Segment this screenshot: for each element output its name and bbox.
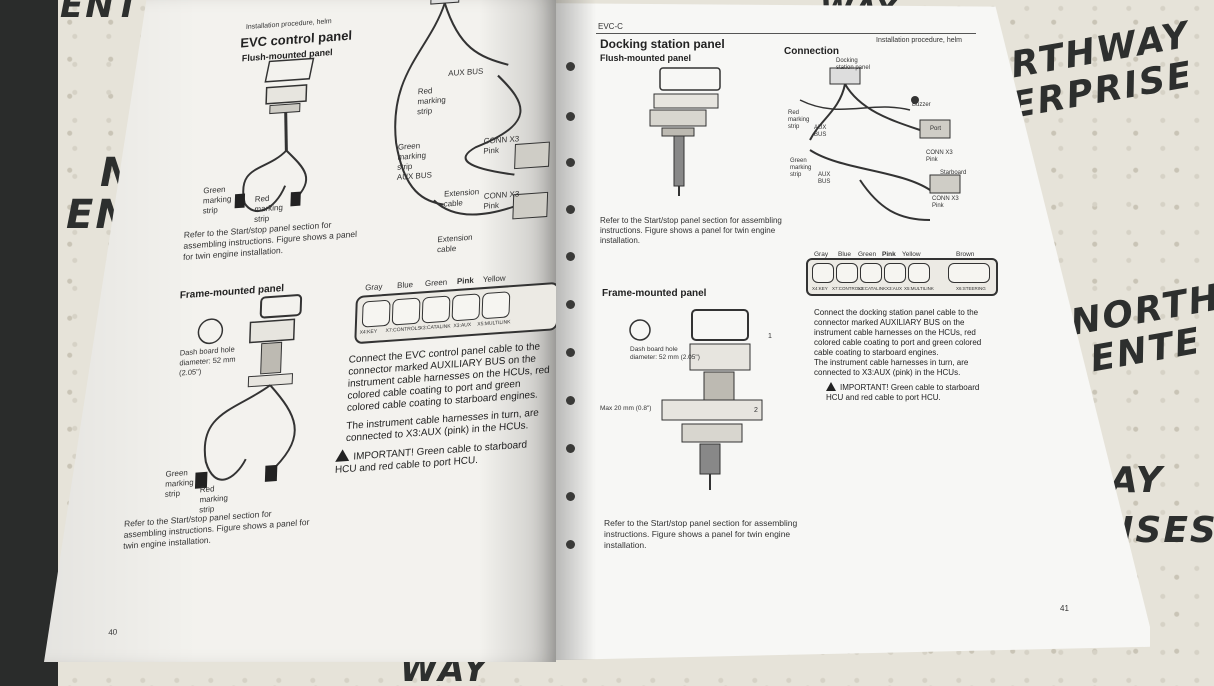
label-red-strip: Red marking strip (788, 110, 810, 130)
connector-color-gray: Gray (365, 282, 383, 293)
figure-caption: Refer to the Start/stop panel section fo… (600, 216, 782, 245)
warning-icon (335, 448, 350, 462)
binding-hole (566, 205, 575, 214)
label-hole-diameter: Dash board hole diameter: 52 mm (2.05") (630, 346, 700, 361)
binding-hole (566, 348, 575, 357)
subsection-title: Frame-mounted panel (602, 288, 707, 299)
connector-color-yellow: Yellow (902, 251, 921, 258)
connector-socket (391, 297, 421, 326)
subsection-title: Flush-mounted panel (600, 53, 691, 63)
page-header-right: Installation procedure, helm (876, 37, 962, 44)
binding-hole (566, 396, 575, 405)
watermark-text: ISES (1120, 510, 1214, 551)
section-title: Docking station panel (600, 37, 725, 51)
label-green-strip: Green marking strip (790, 158, 812, 178)
label-docking-panel: Docking station panel (836, 58, 871, 71)
binding-hole (566, 158, 575, 167)
connector-color-blue: Blue (396, 279, 414, 291)
label-green-strip: Green marking strip (202, 184, 232, 216)
label-conn-x3: CONN X3 Pink (483, 189, 520, 211)
label-red-strip: Red marking strip (416, 86, 446, 117)
important-text: IMPORTANT! Green cable to starboard HCU … (334, 439, 528, 476)
connector-socket (481, 291, 511, 320)
connector-cell-label: X5:MULTILINK (904, 286, 934, 291)
docking-connection-figure (799, 67, 961, 221)
dark-edge (0, 0, 58, 686)
label-extension-cable: Extension cable (436, 232, 473, 255)
connector-cell-label: X3:CATALINK (858, 286, 887, 291)
page-number: 40 (108, 627, 118, 638)
binding-hole (566, 492, 575, 501)
warning-icon (826, 382, 836, 391)
docking-flush-figure (649, 67, 721, 196)
connector-color-pink: Pink (882, 251, 896, 258)
connector-cell-label: X7:CONTROLS (832, 286, 864, 291)
instruction-paragraph: Connect the EVC control panel cable to t… (346, 341, 550, 414)
connector-socket (361, 299, 391, 328)
label-green-strip: Green marking strip (397, 141, 427, 172)
label-part-number: 2 (754, 407, 758, 414)
binding-hole (566, 300, 575, 309)
binding-hole (566, 62, 575, 71)
subsection-title: Connection (784, 46, 839, 57)
connector-cell-label: X4:KEY (812, 286, 828, 291)
connector-cell-label: X3:AUX (453, 322, 472, 330)
connector-cell-label: X6:STEERING (956, 286, 986, 291)
connector-socket (421, 295, 451, 324)
connector-socket (884, 263, 906, 283)
label-max-thickness: Max 20 mm (0.8") (600, 405, 652, 412)
connector-cell-label: X4:KEY (359, 328, 378, 336)
header-rule (596, 33, 976, 34)
connector-cell-label: X3:AUX (886, 286, 903, 291)
connector-socket (836, 263, 858, 283)
instruction-paragraph: Connect the docking station panel cable … (814, 308, 982, 357)
binding-hole (566, 444, 575, 453)
page-header-left: EVC-C (598, 22, 623, 31)
label-buzzer: Buzzer (912, 102, 931, 108)
connector-socket (451, 293, 481, 322)
label-port: Port (930, 126, 942, 132)
label-hole-diameter: Dash board hole diameter: 52 mm (2.05") (178, 344, 236, 378)
binding-hole (566, 540, 575, 549)
figure-caption: Refer to the Start/stop panel section fo… (604, 518, 798, 550)
watermark-text: AY (1110, 460, 1164, 501)
connector-color-yellow: Yellow (482, 273, 506, 285)
flush-panel-figure (234, 57, 315, 213)
connector-color-green: Green (424, 277, 448, 289)
frame-panel-figure (194, 294, 303, 489)
connector-color-gray: Gray (814, 251, 829, 258)
connector-socket (812, 263, 834, 283)
binding-hole (566, 252, 575, 261)
page-number: 41 (1060, 604, 1069, 613)
connector-socket (948, 263, 990, 283)
important-text: IMPORTANT! Green cable to starboard HCU … (826, 383, 980, 402)
label-aux-bus: AUX BUS (814, 125, 827, 138)
connector-color-brown: Brown (956, 251, 975, 258)
label-red-strip: Red marking strip (253, 193, 283, 224)
cable-figure (394, 0, 550, 220)
connector-color-green: Green (858, 251, 877, 258)
instruction-paragraph: The instrument cable harnesses in turn, … (814, 358, 969, 377)
watermark-text: ENT (60, 0, 141, 26)
label-conn-port: CONN X3 Pink (926, 150, 953, 163)
label-part-number: 1 (768, 333, 772, 340)
figure-caption: Refer to the Start/stop panel section fo… (123, 508, 310, 551)
docking-frame-figure (629, 309, 763, 490)
connector-color-blue: Blue (838, 251, 852, 258)
connector-socket (908, 263, 930, 283)
label-conn-x3: CONN X3 Pink (483, 134, 520, 156)
connector-socket (860, 263, 882, 283)
label-conn-stbd: CONN X3 Pink (932, 196, 959, 209)
binding-hole (566, 112, 575, 121)
label-starboard: Starboard (940, 170, 967, 176)
important-note: IMPORTANT! Green cable to starboard HCU … (826, 382, 996, 403)
connector-color-pink: Pink (456, 275, 474, 286)
label-aux-bus: AUX BUS (818, 172, 831, 185)
